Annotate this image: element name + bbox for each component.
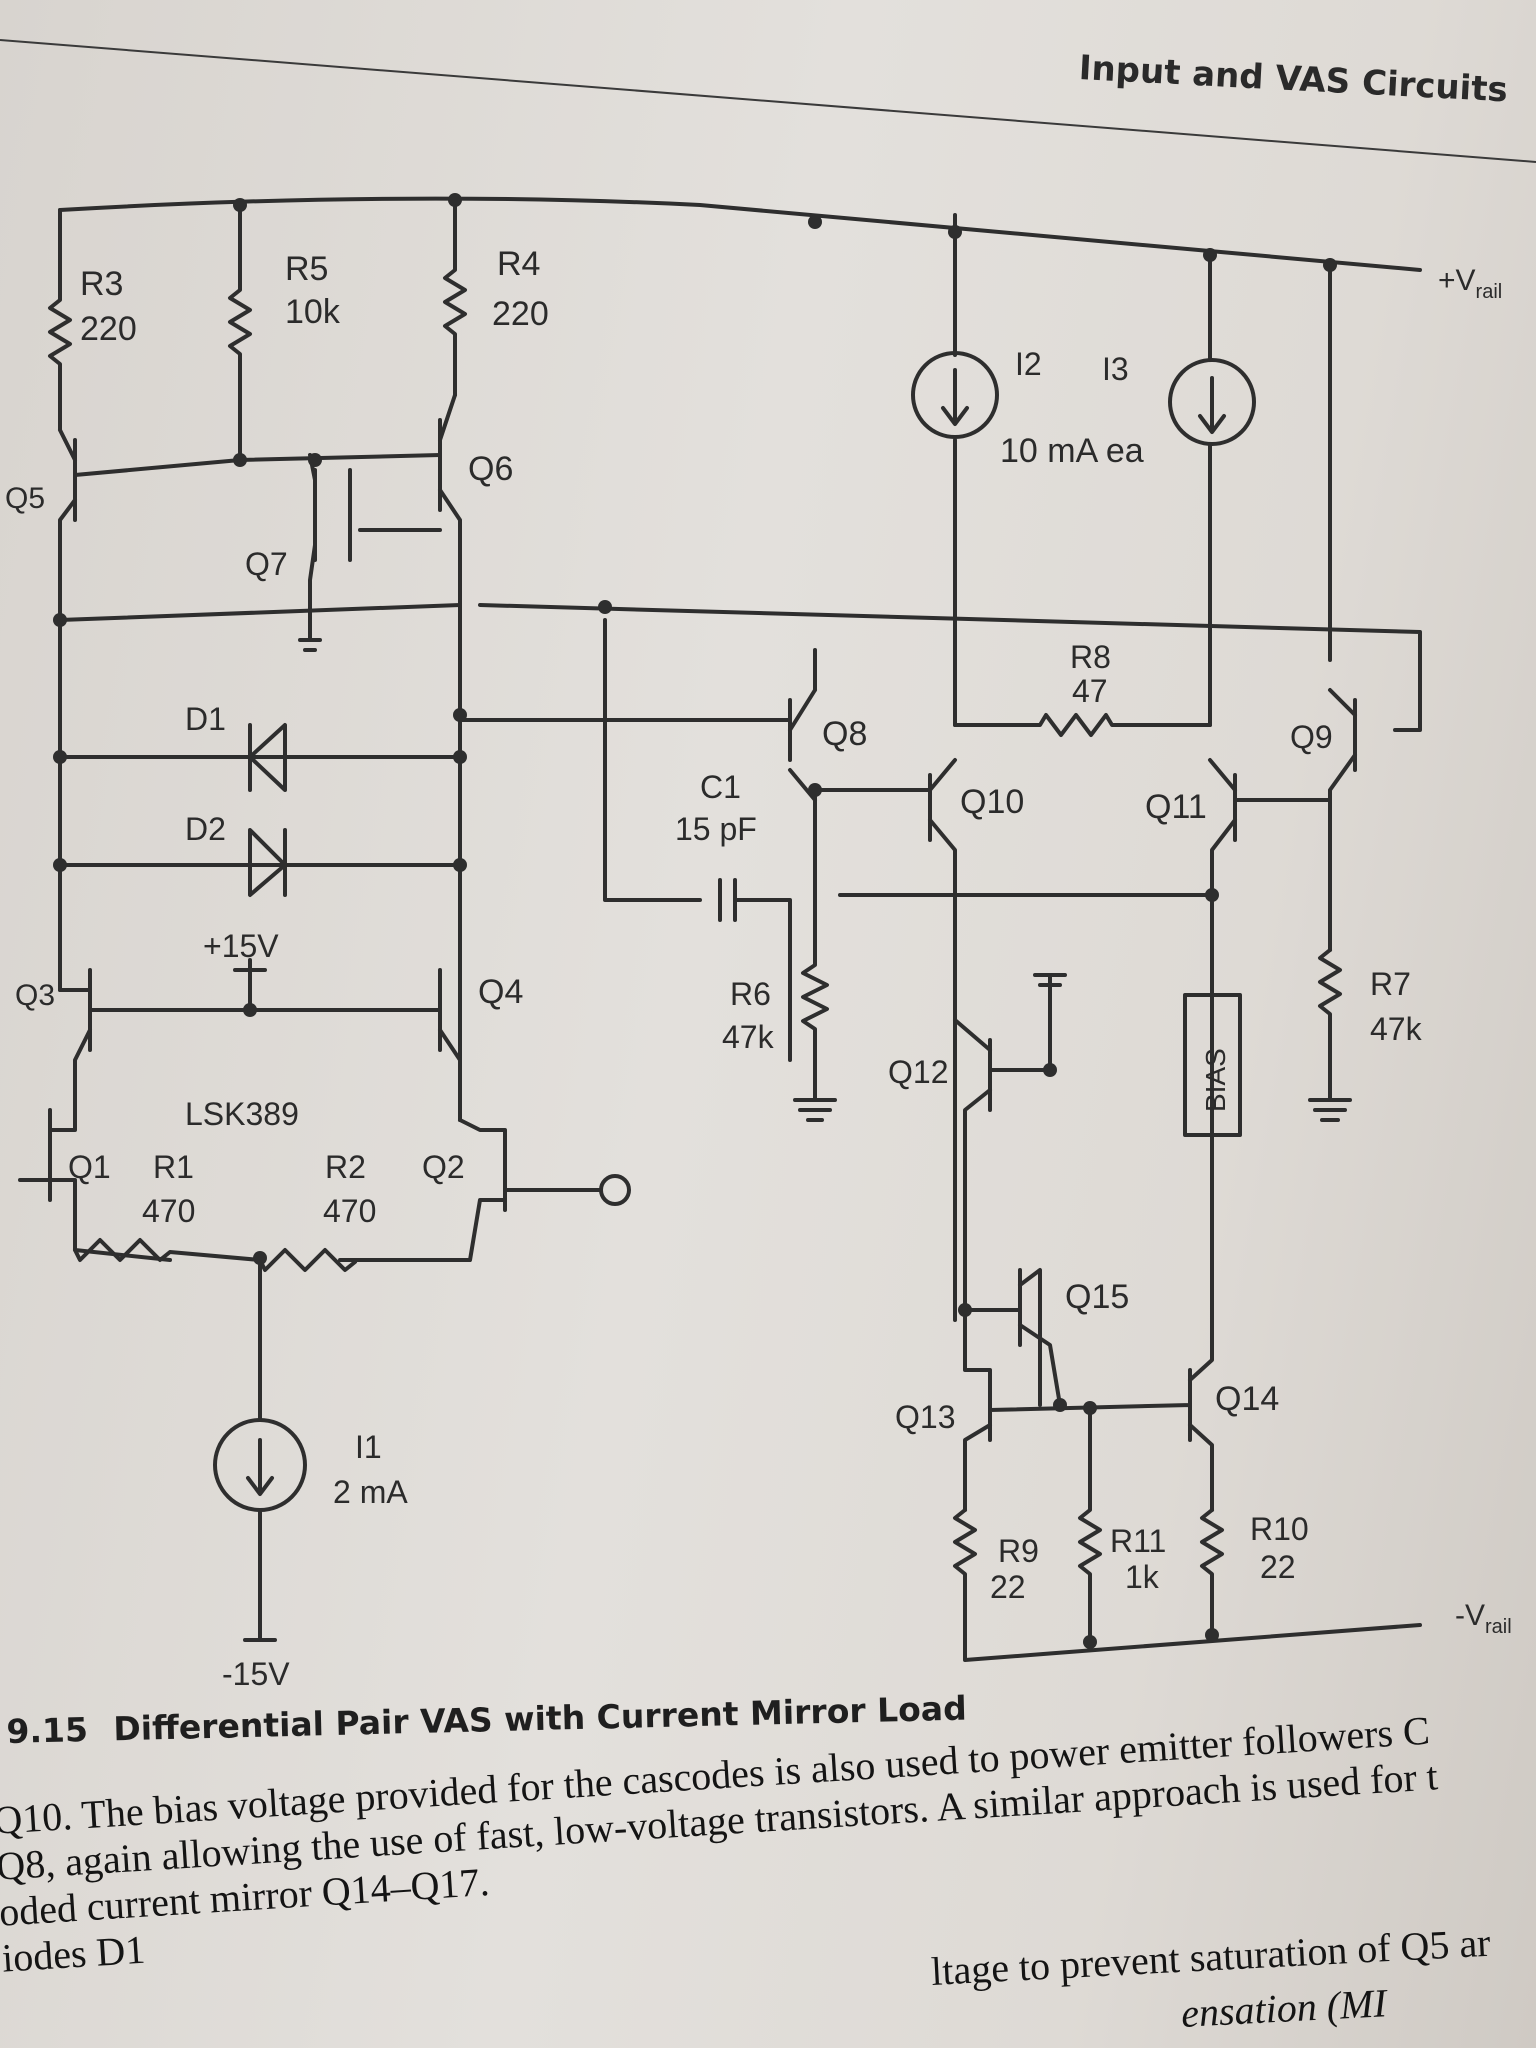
label-r3: R3 [80, 265, 123, 303]
value-r7: 47k [1370, 1011, 1423, 1047]
body-line-partial: ltage to prevent saturation of Q5 ar [930, 1919, 1492, 1994]
label-r9: R9 [998, 1533, 1039, 1569]
label-q5: Q5 [5, 482, 45, 515]
label-q11: Q11 [1145, 788, 1207, 826]
value-r5: 10k [285, 293, 341, 331]
label-vminus-rail: -Vrail [1455, 1599, 1512, 1638]
label-d2: D2 [185, 811, 226, 847]
label-bias: BIAS [1200, 1048, 1231, 1112]
label-q9: Q9 [1290, 719, 1333, 755]
label-d1: D1 [185, 701, 226, 737]
label-q7: Q7 [245, 546, 288, 582]
label-r1: R1 [153, 1149, 194, 1185]
value-r10: 22 [1260, 1549, 1296, 1585]
label-q13: Q13 [895, 1399, 955, 1435]
value-r6: 47k [722, 1019, 775, 1055]
label-q15: Q15 [1065, 1278, 1129, 1316]
label-minus15v: -15V [222, 1656, 290, 1692]
header-rule [0, 39, 1536, 163]
value-r3: 220 [80, 310, 137, 348]
label-r8: R8 [1070, 639, 1111, 675]
value-r4: 220 [492, 295, 549, 333]
value-r9: 22 [990, 1569, 1026, 1605]
label-plus15v: +15V [203, 928, 279, 964]
label-r10: R10 [1250, 1511, 1309, 1547]
value-c1: 15 pF [675, 811, 757, 847]
value-i2-i3: 10 mA ea [1000, 432, 1144, 470]
label-q6: Q6 [468, 450, 513, 488]
label-lsk389: LSK389 [185, 1096, 299, 1132]
label-r2: R2 [325, 1149, 366, 1185]
value-r8: 47 [1072, 673, 1108, 709]
label-r4: R4 [497, 245, 540, 283]
label-q1: Q1 [68, 1149, 111, 1185]
label-i3: I3 [1102, 351, 1129, 387]
label-q3: Q3 [15, 979, 55, 1012]
label-vplus-rail: +Vrail [1438, 264, 1502, 303]
label-q10: Q10 [960, 783, 1024, 821]
label-q8: Q8 [822, 715, 867, 753]
label-i2: I2 [1015, 346, 1042, 382]
circuit-schematic: R3 220 R5 10k R4 220 Q5 Q6 Q7 D1 D2 +15V… [5, 193, 1512, 1692]
figure-number: 9.15 [6, 1710, 89, 1751]
body-line-partial: ensation (MI [1180, 1980, 1388, 2036]
label-r5: R5 [285, 250, 328, 288]
value-r1: 470 [142, 1193, 195, 1229]
positive-rail [58, 196, 1422, 272]
label-r11: R11 [1110, 1523, 1166, 1559]
label-r7: R7 [1370, 966, 1411, 1002]
label-c1: C1 [700, 769, 741, 805]
label-r6: R6 [730, 976, 771, 1012]
label-q12: Q12 [888, 1054, 948, 1090]
label-q4: Q4 [478, 973, 523, 1011]
value-r11: 1k [1125, 1559, 1160, 1595]
label-i1: I1 [355, 1429, 382, 1465]
label-q14: Q14 [1215, 1380, 1279, 1418]
value-i1: 2 mA [333, 1474, 408, 1510]
value-r2: 470 [323, 1193, 376, 1229]
label-q2: Q2 [422, 1149, 465, 1185]
